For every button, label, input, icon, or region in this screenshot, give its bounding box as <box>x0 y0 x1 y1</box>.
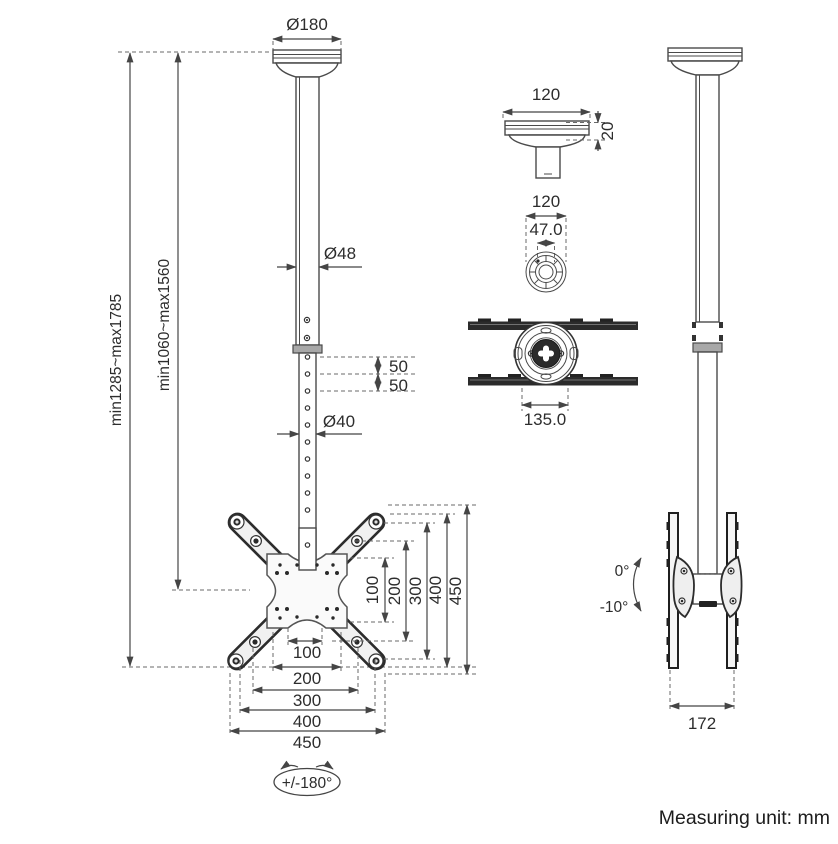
pole-side <box>692 74 723 575</box>
dim-label-vesa-v-300: 300 <box>406 577 425 605</box>
dim-label-vesa-h-200: 200 <box>293 669 321 688</box>
dim-label-vesa-v-450: 450 <box>446 577 465 605</box>
dim-label-vesa-h-450: 450 <box>293 733 321 752</box>
rotation-annotation: +/-180° <box>273 760 341 797</box>
vesa-plate-holes <box>275 563 339 620</box>
dim-label-lower-pole-diameter: Ø40 <box>323 412 355 431</box>
dim-vesa-vertical: 100 200 300 400 450 <box>332 504 476 675</box>
dim-hole-pitch: 50 50 <box>320 356 416 395</box>
dim-plate-diameter: Ø180 <box>272 15 342 51</box>
cup-bottom-view: 120 47.0 <box>525 192 567 293</box>
dim-label-hole-pitch-lower: 50 <box>389 376 408 395</box>
dim-total-height: min1285~max1785 <box>108 51 272 667</box>
dim-label-vesa-v-100: 100 <box>363 576 382 604</box>
cup-bottom-circle <box>525 251 567 293</box>
tilt-side-view: 0° -10° 172 <box>600 47 743 733</box>
dim-label-cup-thickness: 20 <box>598 122 617 141</box>
dim-label-bracket-depth: 172 <box>688 714 716 733</box>
dim-label-cup-outer-diameter: 120 <box>532 192 560 211</box>
dim-label-vesa-h-100: 100 <box>293 643 321 662</box>
ceiling-cup-front <box>272 49 342 78</box>
cup-side-view: 120 20 <box>502 85 617 179</box>
tilt-min-label: -10° <box>600 599 629 616</box>
vesa-x-bracket <box>227 512 386 671</box>
dim-mount-hole-spacing: 135.0 <box>521 388 569 429</box>
dim-label-vesa-v-400: 400 <box>426 576 445 604</box>
dim-label-plate-diameter: Ø180 <box>286 15 328 34</box>
upper-pole <box>292 76 323 354</box>
tilt-max-label: 0° <box>615 563 630 580</box>
dim-label-cup-inner-diameter: 47.0 <box>529 220 562 239</box>
dim-label-upper-pole-diameter: Ø48 <box>324 244 356 263</box>
dim-label-mount-hole-spacing: 135.0 <box>524 410 567 429</box>
front-view: min1285~max1785 min1060~max1560 Ø180 <box>108 15 478 797</box>
dim-vesa-horizontal: 100 200 300 400 450 <box>229 628 386 752</box>
tilt-annotation: 0° -10° <box>600 557 642 616</box>
dim-pole-height: min1060~max1560 <box>156 52 250 591</box>
dim-label-vesa-v-200: 200 <box>385 577 404 605</box>
dim-label-hole-pitch-upper: 50 <box>389 357 408 376</box>
dim-label-vesa-h-300: 300 <box>293 691 321 710</box>
rotation-range-label: +/-180° <box>282 775 333 792</box>
tilt-bracket-side <box>672 555 743 619</box>
dim-label-vesa-h-400: 400 <box>293 712 321 731</box>
dim-bracket-depth: 172 <box>669 670 735 733</box>
pole-over-plate <box>298 527 317 571</box>
dim-upper-pole-diameter: Ø48 <box>277 244 362 271</box>
dim-lower-pole-diameter: Ø40 <box>277 412 362 438</box>
dim-cup-thickness: 20 <box>566 111 617 151</box>
dim-label-cup-width: 120 <box>532 85 560 104</box>
dim-label-pole-height: min1060~max1560 <box>156 258 173 391</box>
plate-top-view: 135.0 <box>468 318 638 429</box>
measuring-unit-note: Measuring unit: mm <box>659 807 830 829</box>
ceiling-cup-side <box>667 47 743 76</box>
plate-top-circle <box>513 321 579 386</box>
adjustment-holes <box>304 354 311 513</box>
dim-label-total-height: min1285~max1785 <box>108 294 125 426</box>
